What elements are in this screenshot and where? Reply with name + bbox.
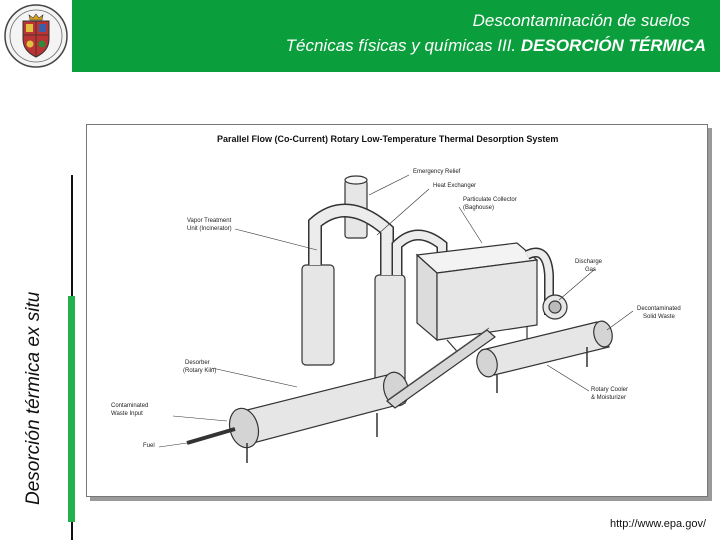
university-logo: [0, 0, 72, 72]
label-particulate-collector: Particulate Collector: [463, 197, 517, 203]
label-contaminated: Contaminated: [111, 403, 149, 409]
side-accent-bar: [68, 296, 75, 522]
slide-title-line1: Descontaminación de suelos: [472, 11, 690, 30]
label-rotary-cooler: Rotary Cooler: [591, 387, 629, 393]
header-bar: Descontaminación de suelos Técnicas físi…: [0, 0, 720, 72]
label-gas: Gas: [585, 267, 597, 273]
label-moisturizer: & Moisturizer: [591, 395, 627, 401]
label-incinerator: Unit (Incinerator): [187, 226, 232, 232]
equipment-illustration: [158, 174, 634, 463]
slide-title-line2: Técnicas físicas y químicas III. DESORCI…: [286, 36, 706, 56]
label-solid-waste: Solid Waste: [643, 314, 675, 320]
label-vapor-treatment: Vapor Treatment: [187, 218, 232, 224]
slide-title-bold: DESORCIÓN TÉRMICA: [520, 36, 706, 55]
label-rotary-kiln: (Rotary Kiln): [183, 368, 217, 374]
university-crest-icon: [4, 4, 68, 68]
label-baghouse: (Baghouse): [463, 205, 495, 211]
label-desorber: Desorber: [185, 360, 210, 366]
label-waste-input: Waste Input: [111, 411, 143, 417]
side-title: Desorción térmica ex situ: [23, 291, 44, 505]
desorption-system-diagram: Parallel Flow (Co-Current) Rotary Low-Te…: [86, 124, 708, 497]
label-fuel: Fuel: [143, 443, 155, 449]
slide-title-prefix: Técnicas físicas y químicas III.: [285, 36, 517, 55]
label-discharge: Discharge: [575, 259, 603, 265]
label-heat-exchanger: Heat Exchanger: [433, 183, 477, 189]
label-decontaminated: Decontaminated: [637, 306, 681, 312]
source-credit: http://www.epa.gov/: [610, 518, 706, 530]
diagram-title: Parallel Flow (Co-Current) Rotary Low-Te…: [217, 134, 559, 144]
label-emergency-relief: Emergency Relief: [413, 169, 461, 175]
